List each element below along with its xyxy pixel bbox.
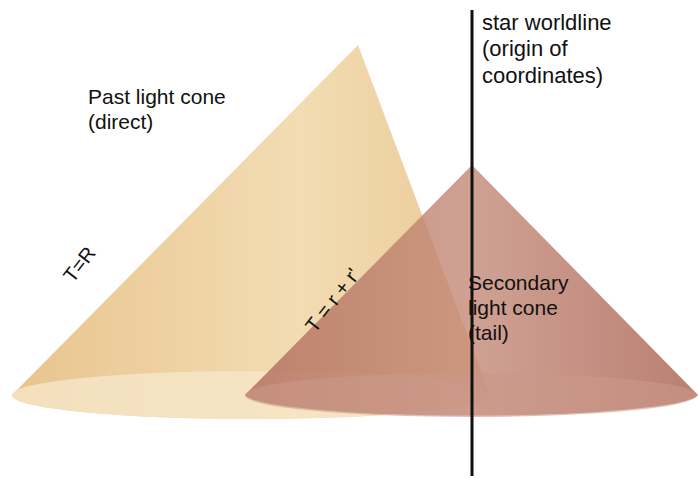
- annotation-label: Past light cone (direct): [88, 84, 263, 134]
- annotation-label: star worldline (origin of coordinates): [482, 10, 642, 89]
- annotation-label: Secondary light cone (tail): [468, 270, 583, 346]
- equation-label: T=R: [58, 242, 101, 287]
- star-worldline: [471, 10, 474, 476]
